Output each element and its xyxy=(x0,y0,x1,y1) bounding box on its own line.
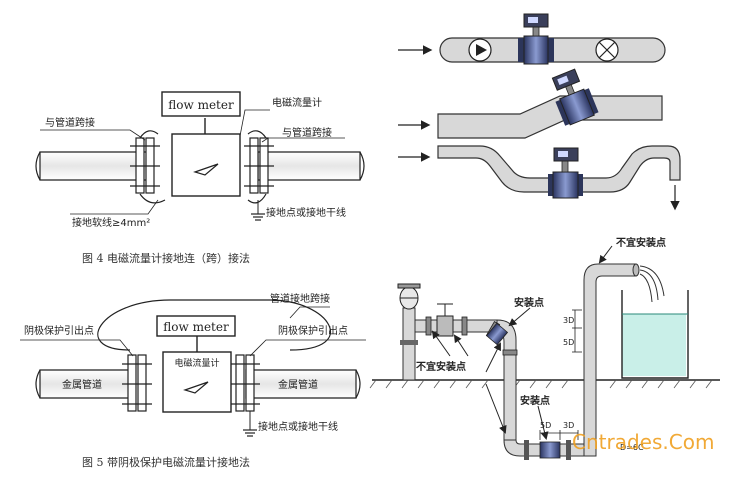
install-label-3d: 3D xyxy=(563,316,574,325)
fig5-meter-body xyxy=(162,351,232,413)
figure-4: flow meter 与管道跨接 电磁流量计 与管道跨接 接地软线≥4mm² 接… xyxy=(35,91,365,265)
inclined-pipe xyxy=(437,95,663,139)
fig5-meter-label: flow meter xyxy=(163,320,229,334)
fig4-label-emf: 电磁流量计 xyxy=(272,96,322,109)
fig4-meter-label: flow meter xyxy=(168,98,234,112)
fig4-label-bridge-right: 与管道跨接 xyxy=(282,126,332,139)
fig4-caption: 图 4 电磁流量计接地连（跨）接法 xyxy=(82,251,250,265)
install-label-dim: D=6C xyxy=(620,443,644,452)
fig4-meter-head xyxy=(161,91,241,117)
pipe-configs xyxy=(398,13,681,211)
install-label-suitable-bottom: 安装点 xyxy=(520,394,550,407)
install-label-3d-bottom: 3D xyxy=(563,421,574,430)
air-valve-icon xyxy=(397,283,421,310)
fig5-caption: 图 5 带阴极保护电磁流量计接地法 xyxy=(82,455,250,469)
install-meter-bottom xyxy=(539,441,561,459)
water-tank xyxy=(621,290,689,379)
fig5-label-cathodic-left: 阴极保护引出点 xyxy=(24,324,94,337)
fig5-meter-sub: 电磁流量计 xyxy=(174,357,219,369)
install-label-not-suitable-bottom: 不宜安装点 xyxy=(416,360,466,373)
valve-icon xyxy=(595,38,619,62)
fig4-meter-body xyxy=(171,133,241,197)
meter-1 xyxy=(518,13,554,65)
fig4-label-ground: 接地点或接地干线 xyxy=(266,206,346,219)
fig5-label-metal-right: 金属管道 xyxy=(278,378,318,391)
gate-valve-icon xyxy=(436,303,454,337)
callout-arrows xyxy=(431,245,613,440)
install-label-suitable-mid: 安装点 xyxy=(514,296,544,309)
fig5-label-metal-left: 金属管道 xyxy=(62,378,102,391)
fig5-label-ground: 接地点或接地干线 xyxy=(258,420,338,433)
fig4-ground-symbol xyxy=(251,213,265,221)
install-label-not-suitable-top: 不宜安装点 xyxy=(616,236,666,249)
meter-2 xyxy=(551,68,599,126)
watermark: Cntrades.Com xyxy=(572,430,714,454)
install-layout: 3D 5D 不宜安装点 安装点 不宜安装点 安装点 5D 3D D=6C xyxy=(369,236,720,460)
fig5-meter-head xyxy=(156,315,236,337)
outflow-stream xyxy=(639,265,665,303)
fig5-meter-arrow xyxy=(183,381,209,394)
install-label-5d-bottom: 5D xyxy=(540,421,551,430)
install-meter-bend xyxy=(485,322,509,346)
fig4-flanges xyxy=(130,137,274,194)
ground-hatch xyxy=(369,379,713,389)
fig5-bridge-loop xyxy=(97,299,332,351)
fig5-label-cathodic-right: 阴极保护引出点 xyxy=(278,324,348,337)
fig5-label-pipe-bridge: 管道接地跨接 xyxy=(270,292,330,305)
fig5-ground-symbol xyxy=(243,429,257,437)
meter-3 xyxy=(548,147,583,199)
fig4-label-bridge-left: 与管道跨接 xyxy=(45,116,95,129)
install-label-5d: 5D xyxy=(563,338,574,347)
dip-pipe xyxy=(437,145,681,193)
fig4-label-soft-wire: 接地软线≥4mm² xyxy=(72,216,150,229)
fig4-meter-arrow xyxy=(193,163,219,176)
figure-5: 电磁流量计 flow meter 管道接地跨接 阴极保护引出点 阴极保护引出点 … xyxy=(20,292,366,469)
